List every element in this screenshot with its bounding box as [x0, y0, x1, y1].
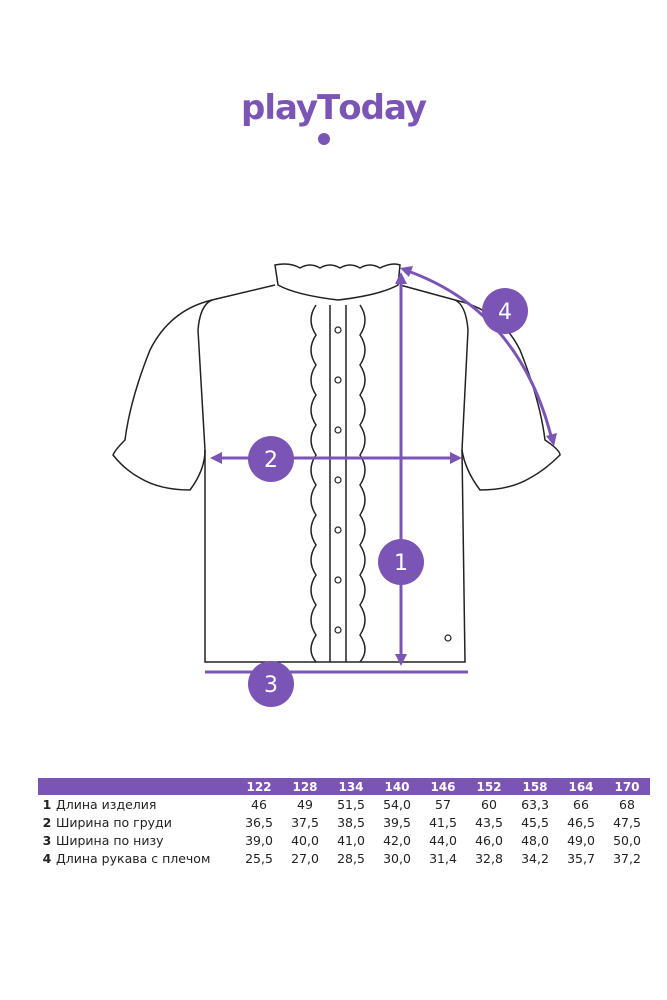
marker-4	[482, 288, 528, 334]
size-header: 134	[338, 779, 364, 794]
table-cell: 34,2	[521, 850, 549, 866]
table-cell: 31,4	[429, 850, 457, 866]
table-cell: 60	[481, 796, 497, 812]
table-cell: 38,5	[337, 814, 365, 830]
size-header: 170	[614, 779, 640, 794]
table-cell: 35,7	[567, 850, 595, 866]
row-number: 3	[42, 832, 52, 848]
table-cell: 41,0	[337, 832, 365, 848]
row-number: 2	[42, 814, 52, 830]
row-number: 4	[42, 850, 52, 866]
table-cell: 54,0	[383, 796, 411, 812]
blouse-sketch: 2 1 3 4	[112, 263, 561, 707]
table-cell: 37,5	[291, 814, 319, 830]
marker-4-label: 4	[498, 300, 512, 325]
table-cell: 32,8	[475, 850, 503, 866]
arrow-4	[404, 268, 554, 441]
table-cell: 46,0	[475, 832, 503, 848]
row-label: Длина рукава с плечом	[56, 850, 211, 866]
size-header: 164	[568, 779, 594, 794]
size-header-row: 122 128 134 140 146 152 158 164 170	[38, 778, 650, 795]
table-cell: 40,0	[291, 832, 319, 848]
size-header: 140	[384, 779, 410, 794]
table-cell: 42,0	[383, 832, 411, 848]
row-label: Длина изделия	[56, 796, 157, 812]
size-header: 128	[292, 779, 318, 794]
table-cell: 41,5	[429, 814, 457, 830]
marker-3-label: 3	[264, 673, 278, 698]
table-cell: 28,5	[337, 850, 365, 866]
table-cell: 43,5	[475, 814, 503, 830]
brand-logo: playToday	[240, 88, 427, 128]
marker-2-label: 2	[264, 448, 278, 473]
row-label: Ширина по низу	[56, 832, 164, 848]
table-cell: 66	[573, 796, 589, 812]
table-cell: 27,0	[291, 850, 319, 866]
table-cell: 57	[435, 796, 451, 812]
table-cell: 50,0	[613, 832, 641, 848]
table-cell: 48,0	[521, 832, 549, 848]
size-header: 152	[476, 779, 502, 794]
table-cell: 46	[251, 796, 267, 812]
table-cell: 37,2	[613, 850, 641, 866]
size-header: 158	[522, 779, 548, 794]
table-cell: 46,5	[567, 814, 595, 830]
markers: 2 1 3 4	[248, 288, 528, 707]
size-header: 146	[430, 779, 456, 794]
marker-3	[248, 661, 294, 707]
table-cell: 45,5	[521, 814, 549, 830]
table-cell: 36,5	[245, 814, 273, 830]
table-cell: 25,5	[245, 850, 273, 866]
table-cell: 51,5	[337, 796, 365, 812]
marker-1-label: 1	[394, 551, 408, 576]
buttons	[334, 326, 452, 642]
table-cell: 68	[619, 796, 635, 812]
logo-dot	[318, 133, 330, 145]
table-cell: 63,3	[521, 796, 549, 812]
marker-2	[248, 436, 294, 482]
table-cell: 49,0	[567, 832, 595, 848]
table-cell: 39,5	[383, 814, 411, 830]
table-cell: 44,0	[429, 832, 457, 848]
table-cell: 49	[297, 796, 313, 812]
table-cell: 39,0	[245, 832, 273, 848]
size-header: 122	[246, 779, 272, 794]
marker-1	[378, 539, 424, 585]
row-label: Ширина по груди	[56, 814, 172, 830]
row-number: 1	[42, 796, 52, 812]
table-cell: 30,0	[383, 850, 411, 866]
table-cell: 47,5	[613, 814, 641, 830]
blouse-outline	[112, 263, 561, 663]
